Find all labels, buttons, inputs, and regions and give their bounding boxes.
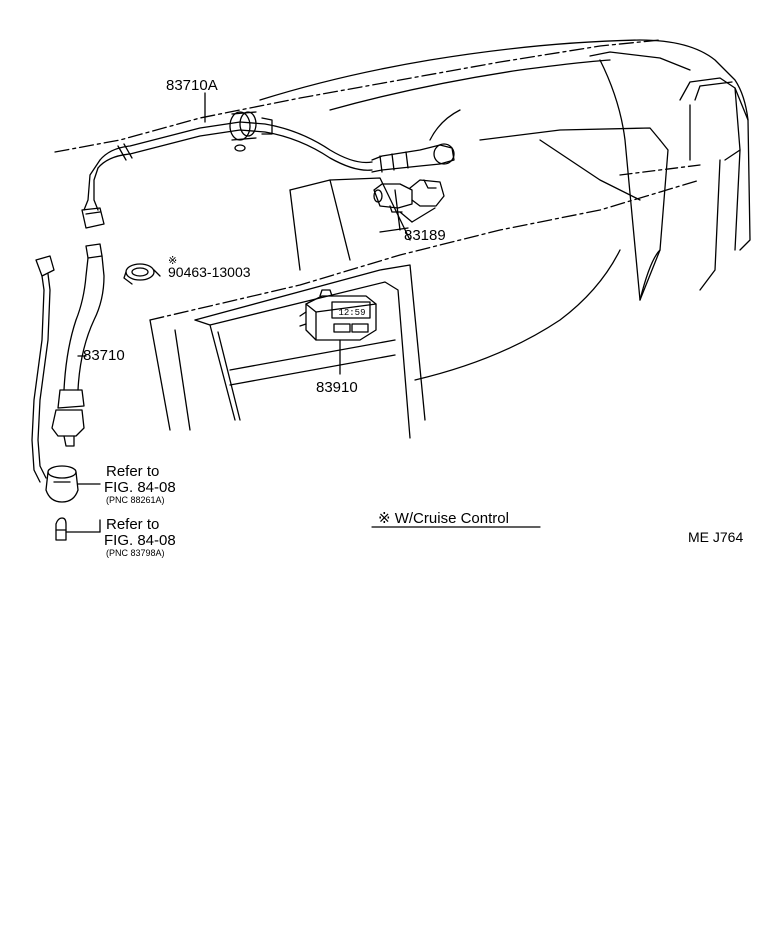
label-83710: 83710 xyxy=(83,347,125,364)
ref-1-line2: FIG. 84-08 xyxy=(104,479,176,496)
ref-2-line1: Refer to xyxy=(106,516,160,533)
bulb xyxy=(55,517,101,541)
label-90463-13003: 90463-13003 xyxy=(168,264,251,280)
leader-lines xyxy=(77,92,541,533)
label-83910: 83910 xyxy=(316,379,358,396)
speed-sensor-83189 xyxy=(373,179,445,223)
dashboard-outline xyxy=(54,39,751,439)
clock-83910 xyxy=(299,289,377,375)
clip-90463-13003 xyxy=(123,263,161,285)
ref-1-line1: Refer to xyxy=(106,463,160,480)
label-83710A: 83710A xyxy=(166,77,218,94)
note-cruise-control: ※ W/Cruise Control xyxy=(378,510,509,527)
ref-2-line3: (PNC 83798A) xyxy=(106,548,165,558)
ref-2-line2: FIG. 84-08 xyxy=(104,532,176,549)
wire-harness xyxy=(31,255,101,503)
label-83189: 83189 xyxy=(404,227,446,244)
label-optional-mark: ※ xyxy=(168,255,178,267)
speedometer-cable-83710 xyxy=(51,243,105,447)
ref-1-line3: (PNC 88261A) xyxy=(106,495,165,505)
diagram-code: ME J764 xyxy=(688,529,744,545)
speedometer-cable-83710A xyxy=(81,111,455,229)
